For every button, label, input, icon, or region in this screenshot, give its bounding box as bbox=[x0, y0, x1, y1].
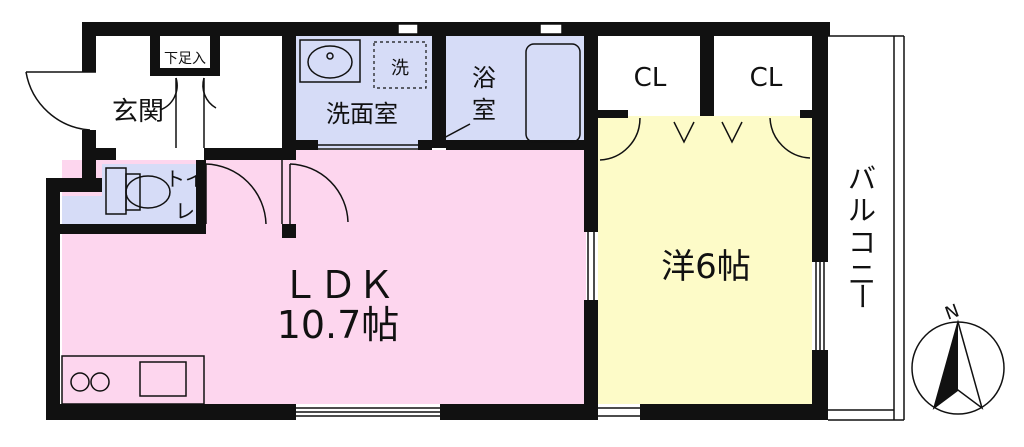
balcony-char: ニ bbox=[848, 258, 876, 291]
balcony-char: ー bbox=[845, 282, 878, 310]
toilet-door bbox=[205, 163, 267, 225]
toilet-label-2: レ bbox=[175, 199, 195, 223]
thin-lines bbox=[296, 35, 905, 421]
washer-space bbox=[373, 41, 427, 89]
washroom-floor bbox=[295, 36, 433, 148]
washroom-label: 洗面室 bbox=[326, 100, 398, 128]
closet-label-2: CL bbox=[750, 63, 783, 93]
compass-icon: N bbox=[911, 300, 1005, 415]
walls bbox=[46, 22, 830, 420]
toilet-fixture bbox=[105, 167, 171, 215]
western-doors bbox=[599, 117, 811, 161]
closet-label-1: CL bbox=[634, 63, 667, 93]
ldk-door bbox=[281, 160, 349, 224]
compass-north-label: N bbox=[942, 300, 962, 324]
balcony-char: コ bbox=[848, 226, 876, 259]
bath-label-2: 室 bbox=[472, 96, 496, 124]
western-room-floor bbox=[598, 116, 812, 404]
toilet-floor-left bbox=[62, 196, 106, 224]
washer-label: 洗 bbox=[391, 58, 409, 79]
ldk-name-label: ＬＤＫ bbox=[281, 263, 395, 307]
bath-label-1: 浴 bbox=[472, 64, 496, 92]
entrance-door bbox=[25, 71, 96, 131]
bathroom-door bbox=[439, 96, 471, 141]
balcony-label: バ ル コ ニ ー bbox=[845, 162, 878, 310]
entrance-label: 玄関 bbox=[112, 97, 164, 127]
bathroom-floor bbox=[446, 36, 584, 148]
ldk-floor-top bbox=[296, 150, 586, 164]
bathtub bbox=[525, 43, 581, 143]
shoe-closet-doors bbox=[159, 77, 217, 148]
balcony-char: ル bbox=[848, 194, 876, 227]
toilet-label-1: トイ bbox=[165, 167, 205, 191]
top-windows bbox=[397, 23, 563, 35]
kitchen-counter bbox=[61, 355, 205, 405]
washbasin bbox=[299, 39, 361, 83]
western-room-label: 洋6帖 bbox=[661, 247, 751, 287]
balcony-char: バ bbox=[848, 162, 876, 195]
shoe-box-label: 下足入 bbox=[164, 51, 206, 67]
ldk-size-label: 10.7帖 bbox=[277, 303, 400, 347]
